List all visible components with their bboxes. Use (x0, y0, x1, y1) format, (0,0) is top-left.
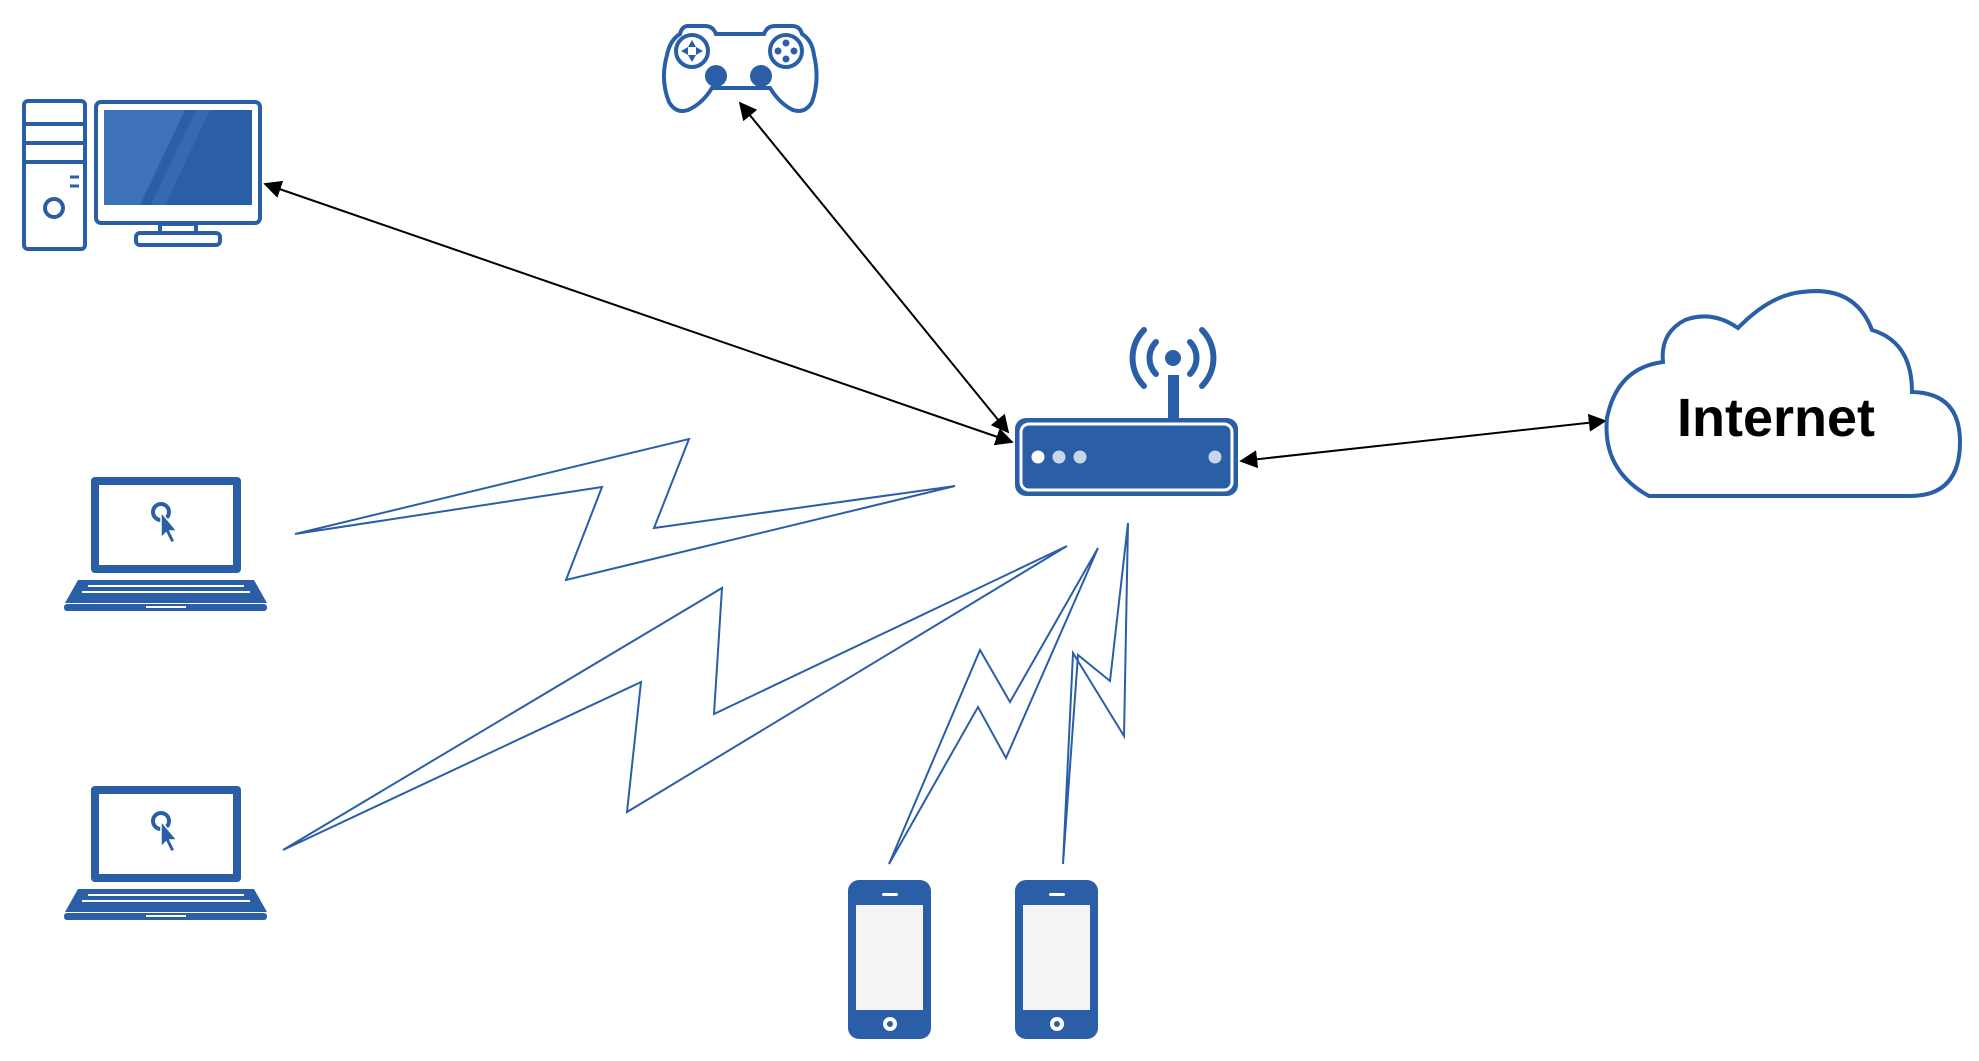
wireless-link-laptop-1 (294, 437, 956, 582)
wireless-link-phone-2 (1062, 522, 1129, 865)
smartphone-icon (1015, 880, 1098, 1039)
connection-router-desktop (263, 180, 1014, 446)
connection-router-gamepad (738, 101, 1010, 434)
desktop-computer-icon (22, 99, 262, 251)
gamepad-icon (662, 24, 819, 113)
laptop-icon (64, 786, 267, 920)
wireless-link-laptop-2 (282, 545, 1068, 851)
wifi-router-icon (1015, 327, 1238, 496)
connection-router-internet (1239, 413, 1607, 469)
cloud-icon: Internet (1604, 289, 1963, 498)
wireless-link-phone-1 (888, 547, 1099, 865)
smartphone-icon (848, 880, 931, 1039)
laptop-icon (64, 477, 267, 611)
internet-label: Internet (1677, 388, 1875, 448)
